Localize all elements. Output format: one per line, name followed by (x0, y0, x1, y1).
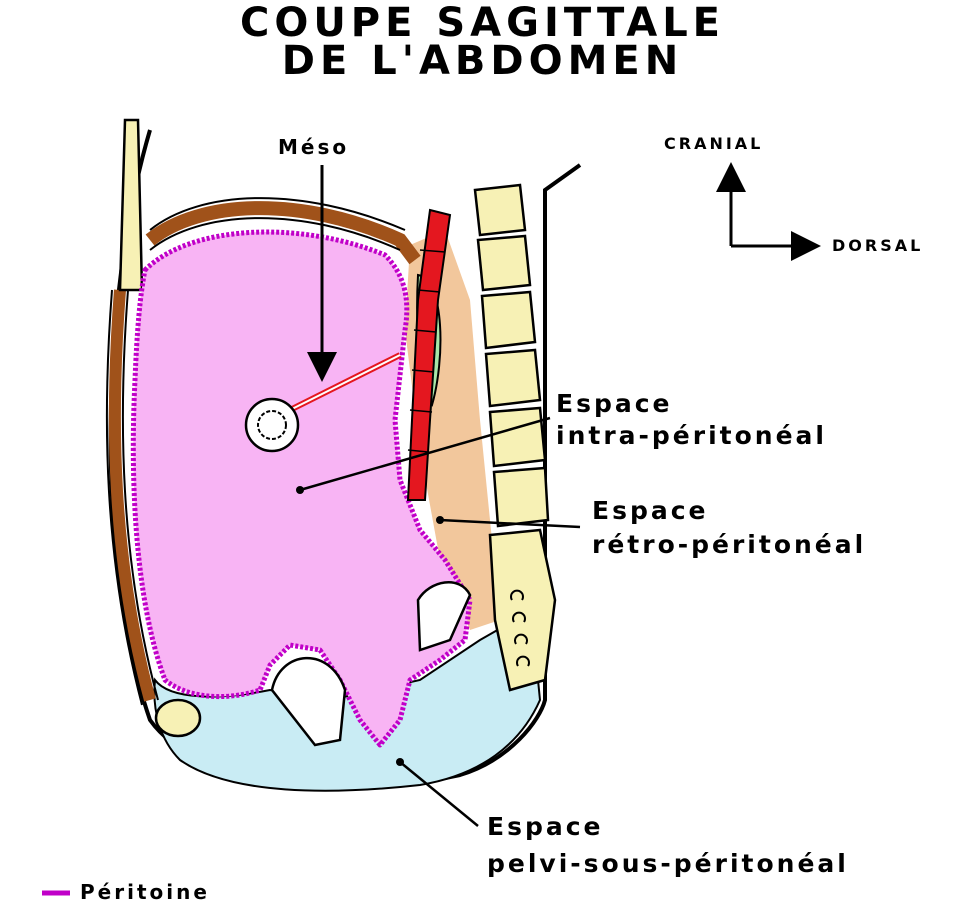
label-intraperitoneal: Espace intra-péritonéal (556, 388, 827, 452)
label-intraperitoneal-line1: Espace (556, 388, 827, 420)
pelvi-pointer-dot (396, 758, 404, 766)
legend-label: Péritoine (80, 880, 210, 904)
label-pelvi-subperitoneal-line1: Espace (487, 808, 849, 845)
label-dorsal: DORSAL (832, 236, 923, 255)
label-intraperitoneal-line2: intra-péritonéal (556, 420, 827, 452)
bowel-loop (246, 399, 298, 451)
label-retroperitoneal: Espace rétro-péritonéal (592, 494, 866, 562)
label-meso: Méso (278, 135, 349, 159)
label-retroperitoneal-line1: Espace (592, 494, 866, 528)
rectus-sheath (120, 120, 142, 290)
intra-pointer-dot (296, 486, 304, 494)
label-cranial: CRANIAL (664, 134, 763, 153)
retro-pointer-dot (436, 516, 444, 524)
label-pelvi-subperitoneal-line2: pelvi-sous-péritonéal (487, 845, 849, 882)
label-retroperitoneal-line2: rétro-péritonéal (592, 528, 866, 562)
pubic-symphysis (156, 700, 200, 736)
label-pelvi-subperitoneal: Espace pelvi-sous-péritonéal (487, 808, 849, 882)
